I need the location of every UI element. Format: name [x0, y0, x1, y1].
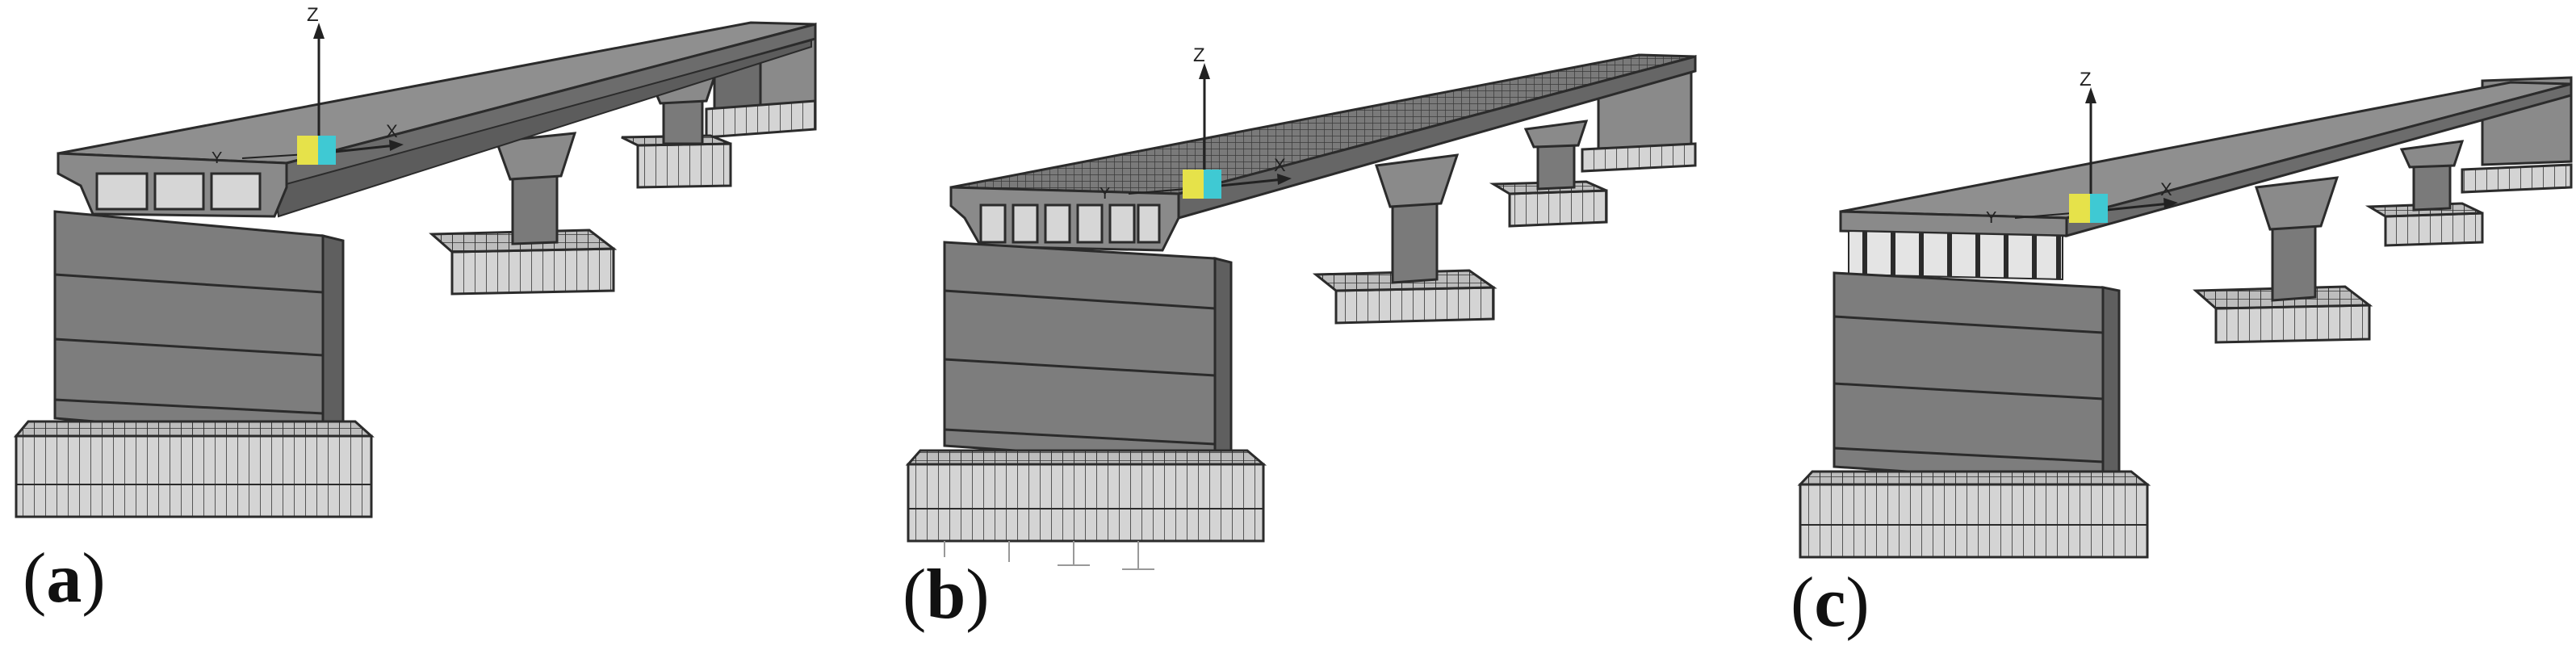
panel-label-c: (c) — [1791, 564, 1870, 642]
far-pier — [2364, 140, 2484, 247]
svg-text:X: X — [386, 121, 398, 141]
near-abutment — [905, 241, 1267, 570]
panel-b-bridge-model: Z X Y (b) — [903, 44, 1697, 634]
mid-pier — [2193, 176, 2373, 344]
svg-text:Y: Y — [212, 149, 222, 167]
box-girder-deck — [57, 21, 817, 218]
near-abutment — [1797, 271, 2151, 559]
slab-girder-deck — [1839, 81, 2573, 281]
coordinate-axes: Z X Y — [1986, 69, 2178, 227]
svg-text:Y: Y — [1986, 209, 1996, 227]
svg-text:Y: Y — [1100, 185, 1110, 203]
svg-text:Z: Z — [2080, 69, 2092, 90]
panel-a-bridge-model: Z X Y (a) — [13, 4, 817, 618]
panel-c-bridge-model: Z X Y (c) — [1791, 69, 2573, 642]
near-abutment — [13, 210, 375, 518]
cellular-girder-deck — [949, 53, 1697, 252]
svg-text:Z: Z — [307, 4, 319, 26]
coordinate-axes: Z X Y — [1100, 44, 1292, 203]
svg-text:X: X — [2160, 179, 2172, 199]
panel-label-a: (a) — [23, 539, 106, 618]
coordinate-axes: Z X Y — [212, 4, 404, 167]
panel-label-b: (b) — [903, 556, 990, 634]
mid-pier — [1312, 153, 1497, 325]
far-pier — [1489, 120, 1608, 228]
svg-text:X: X — [1274, 155, 1286, 175]
svg-text:Z: Z — [1193, 44, 1205, 66]
mid-pier — [429, 132, 618, 296]
